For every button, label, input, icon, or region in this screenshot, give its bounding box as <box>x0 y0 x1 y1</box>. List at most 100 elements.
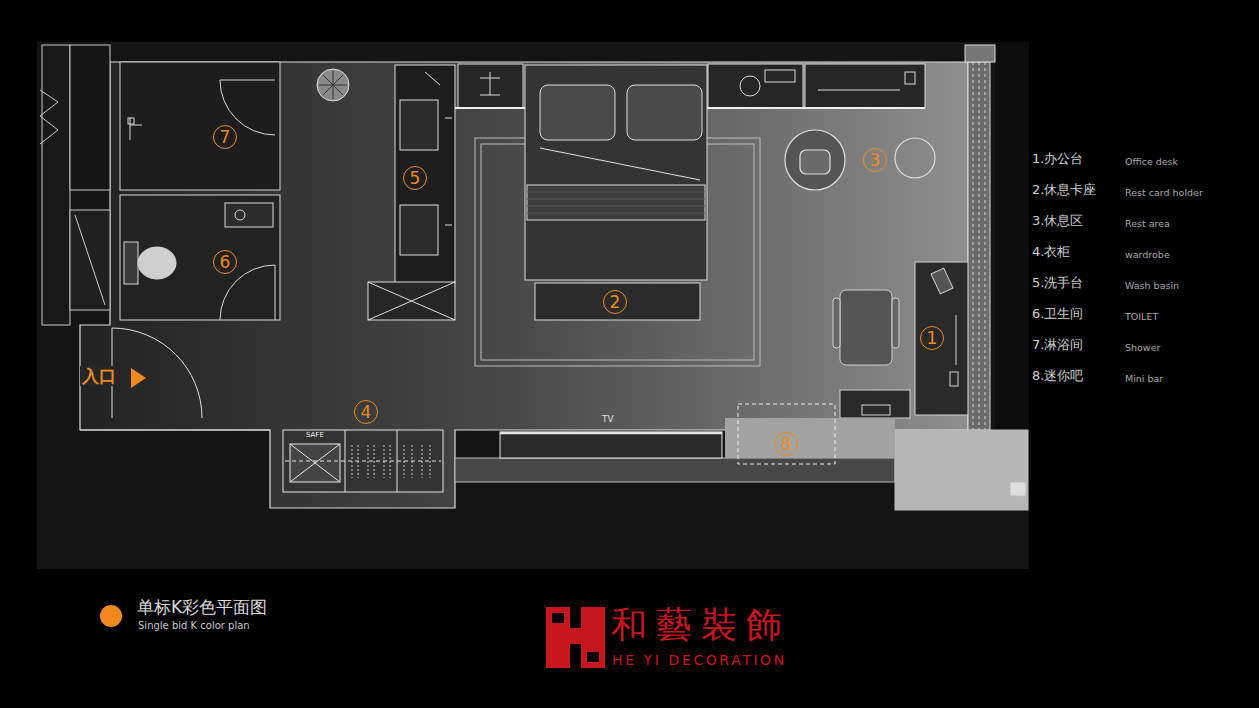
legend-item-en: Wash basin <box>1125 280 1179 291</box>
legend-item-en: Mini bar <box>1125 373 1163 384</box>
bed-part <box>540 85 615 140</box>
callout-number: 1 <box>927 330 938 347</box>
wash-basin-counter-part <box>425 72 440 85</box>
callout-number: 3 <box>870 152 881 169</box>
wash-basin-counter <box>368 65 455 320</box>
shower-room-part <box>220 80 275 81</box>
desk-and-chair-part <box>915 262 973 415</box>
bed-part <box>527 192 705 213</box>
plan-subtitle: Single bid K color plan <box>138 620 250 632</box>
legend-item: 5.洗手台 <box>1032 275 1083 291</box>
desk-and-chair-part <box>833 298 840 348</box>
bottom-wall-part <box>455 458 895 482</box>
lounge-chair-table-part <box>785 130 845 190</box>
plant-part <box>319 71 347 99</box>
wardrobe-part <box>290 444 340 482</box>
toilet-room-part <box>124 242 138 284</box>
logo-mark-part <box>552 613 564 623</box>
left-wall-closets-part <box>75 215 105 305</box>
left-wall-closets-part <box>70 45 110 190</box>
tv-console <box>500 432 722 458</box>
floor <box>80 62 968 508</box>
bed <box>525 65 707 320</box>
top-cabinets-part <box>740 76 760 96</box>
legend-item-en: TOILET <box>1125 311 1158 322</box>
bed-part <box>627 85 702 140</box>
tv-console-part <box>500 432 722 458</box>
plan-ground-part <box>37 42 1029 569</box>
logo-mark-part <box>566 628 585 644</box>
shower-room-part <box>220 80 275 135</box>
top-cabinets-part <box>708 64 803 108</box>
legend-item-en: Rest card holder <box>1125 187 1203 198</box>
mini-bar-part <box>725 418 895 458</box>
wash-basin-counter-part <box>395 65 455 283</box>
left-wall-closets-part <box>40 90 58 144</box>
top-cabinets-part <box>818 90 900 91</box>
legend-item: 6.卫生间 <box>1032 306 1083 322</box>
window-part <box>968 62 990 430</box>
plant <box>317 69 349 101</box>
toilet-room-part <box>120 195 280 320</box>
callout-circle: 4 <box>354 400 378 424</box>
logo-name-en: HE YI DECORATION <box>612 652 787 669</box>
tv-console-part <box>500 432 722 435</box>
wash-basin-counter-part <box>445 225 452 226</box>
callout-circle: 2 <box>603 290 627 314</box>
caption-dot-part <box>100 605 122 627</box>
tv-label: TV <box>602 414 614 425</box>
entry-label: 入口 <box>80 366 118 386</box>
shower-room-part <box>120 62 280 190</box>
bed-part <box>540 148 700 180</box>
callout-circle: 3 <box>863 148 887 172</box>
legend-item: 3.休息区 <box>1032 213 1083 229</box>
entry-door <box>80 328 270 430</box>
left-wall-closets-part <box>42 45 70 325</box>
desk-and-chair-part <box>840 290 892 365</box>
entry-arrow-part <box>131 368 146 388</box>
toilet-room-part <box>275 265 276 320</box>
legend-item: 1.办公台 <box>1032 151 1083 167</box>
callout-number: 2 <box>610 294 621 311</box>
bottom-wall-part <box>895 430 1028 510</box>
plan-ground <box>37 42 1029 569</box>
toilet-room <box>120 195 280 320</box>
desk-and-chair-part <box>931 268 953 294</box>
wash-basin-counter-part <box>445 118 452 119</box>
safe-label: SAFE <box>306 431 324 439</box>
plant-part <box>317 69 349 101</box>
entry-arrow <box>131 368 146 388</box>
callout-circle: 5 <box>403 166 427 190</box>
callout-number: 7 <box>220 129 231 146</box>
wardrobe-part <box>290 444 340 482</box>
callout-number: 6 <box>220 254 231 271</box>
plan-title: 单标K彩色平面图 <box>137 597 267 617</box>
top-cabinets-part <box>805 64 925 108</box>
legend-item-en: Rest area <box>1125 218 1170 229</box>
wash-basin-counter-part <box>368 282 455 320</box>
window-part <box>973 62 985 430</box>
bed-part <box>525 65 707 280</box>
logo-mark <box>546 607 605 668</box>
legend-item: 2.休息卡座 <box>1032 182 1096 198</box>
top-cabinets-part <box>480 72 500 95</box>
toilet-room-part <box>235 210 245 220</box>
callout-number: 8 <box>781 436 792 453</box>
desk-and-chair <box>833 262 973 418</box>
desk-and-chair-part <box>840 390 910 418</box>
callout-circle: 7 <box>213 125 237 149</box>
callout-circle: 8 <box>774 432 798 456</box>
top-cabinets-part <box>458 64 523 108</box>
window-part <box>965 45 995 62</box>
mini-bar <box>725 404 895 464</box>
window <box>965 45 995 430</box>
mini-bar-part <box>738 404 835 464</box>
bed-part <box>535 283 700 320</box>
wash-basin-counter-part <box>368 282 455 320</box>
top-cabinets-part <box>765 70 795 82</box>
wardrobe-part <box>285 461 441 462</box>
logo-name: 和藝裝飾 <box>611 603 791 646</box>
entry-door-part <box>112 328 202 418</box>
left-wall-closets-part <box>70 210 110 310</box>
wardrobe <box>283 430 443 492</box>
